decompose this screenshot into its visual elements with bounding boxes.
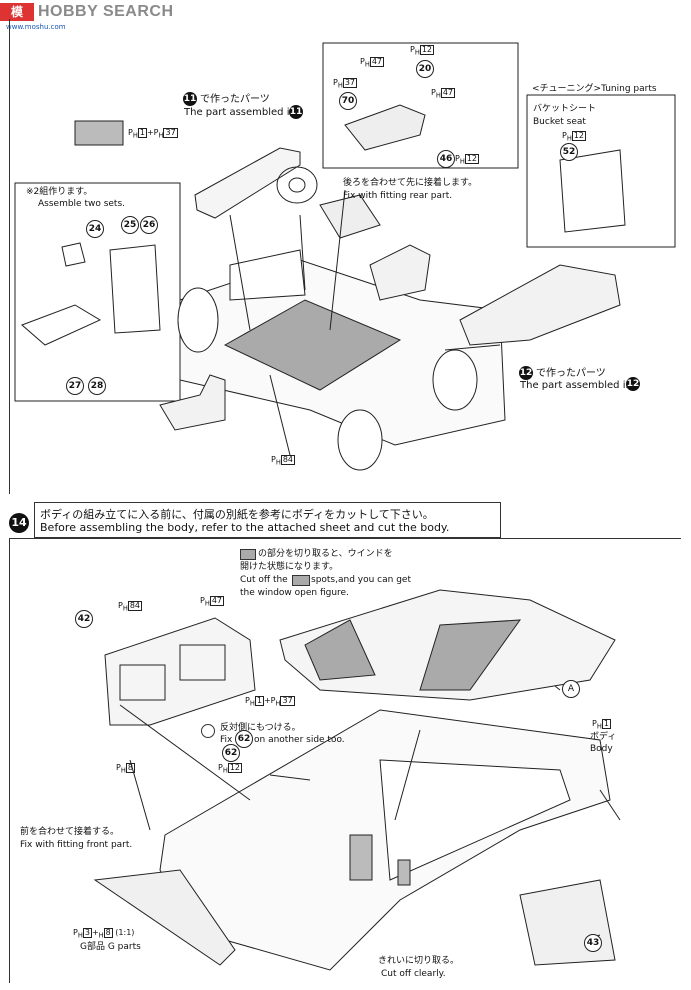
watermark-logo: 模 xyxy=(0,3,34,21)
sub12-en: The part assembled in xyxy=(520,380,632,391)
other-side-en: on another side too. xyxy=(254,735,345,745)
step14-note-jp: ボディの組み立てに入る前に、付属の別紙を参考にボディをカットして下さい。 xyxy=(40,508,434,521)
sub-assembly-12-badge: 12 xyxy=(519,366,533,380)
label-a: A xyxy=(562,680,580,698)
window-jp2: 開けた状態になります。 xyxy=(240,562,339,572)
front-en: Fix with fitting front part. xyxy=(20,840,133,850)
fit-rear-en: Fix with fitting rear part. xyxy=(343,191,453,201)
body-en: Body xyxy=(590,744,613,754)
part-26: 26 xyxy=(140,216,158,234)
part-70: 70 xyxy=(339,92,357,110)
g-parts: G部品 G parts xyxy=(80,942,141,952)
part-24: 24 xyxy=(86,220,104,238)
fit-rear-jp: 後ろを合わせて先に接着します。 xyxy=(343,178,478,188)
part-62: 62 xyxy=(235,730,253,748)
part-43: 43 xyxy=(584,934,602,952)
two-sets-jp: ※2組作ります。 xyxy=(26,187,93,197)
part-52: 52 xyxy=(560,143,578,161)
part-28: 28 xyxy=(88,377,106,395)
step14-note-en: Before assembling the body, refer to the… xyxy=(40,521,450,534)
console-box xyxy=(322,42,519,169)
window-en1: Cut off the xyxy=(240,575,288,585)
window-en2: spots,and you can get xyxy=(311,575,411,585)
sub-assembly-11-badge-2: 11 xyxy=(289,105,303,119)
step13-frame xyxy=(9,19,681,494)
body-jp: ボディ xyxy=(590,732,617,742)
window-en3: the window open figure. xyxy=(240,588,349,598)
watermark: 模 HOBBY SEARCH xyxy=(0,0,174,24)
window-swatch-1 xyxy=(240,549,256,560)
sub11-en: The part assembled in xyxy=(184,107,296,118)
tuning-box xyxy=(526,94,676,248)
part-62-b: 62 xyxy=(222,744,240,762)
part-62-sketch xyxy=(201,724,215,738)
step14-note: ボディの組み立てに入る前に、付属の別紙を参考にボディをカットして下さい。 Bef… xyxy=(34,502,501,538)
cut-jp: きれいに切り取る。 xyxy=(378,956,460,966)
watermark-site: www.moshu.com xyxy=(6,23,66,31)
part-20: 20 xyxy=(416,60,434,78)
sub11-jp: で作ったパーツ xyxy=(200,94,270,105)
sub12-jp: で作ったパーツ xyxy=(536,368,606,379)
window-jp1: の部分を切り取ると、ウインドを xyxy=(258,549,393,559)
sub-assembly-11-badge: 11 xyxy=(183,92,197,106)
sub-assembly-12-badge-2: 12 xyxy=(626,377,640,391)
two-sets-box xyxy=(14,182,181,402)
watermark-brand: HOBBY SEARCH xyxy=(38,3,174,20)
part-46: 46 xyxy=(437,150,455,168)
other-side-jp: 反対側にもつける。 xyxy=(220,723,301,733)
part-27: 27 xyxy=(66,377,84,395)
window-swatch-2 xyxy=(292,575,310,586)
two-sets-en: Assemble two sets. xyxy=(38,199,126,209)
part-42: 42 xyxy=(75,610,93,628)
ratio-label: (1:1) xyxy=(115,928,135,937)
fix-label: Fix xyxy=(220,735,233,745)
tuning-title: <チューニング>Tuning parts xyxy=(532,84,657,94)
part-25: 25 xyxy=(121,216,139,234)
step-14-number: 14 xyxy=(9,513,29,533)
tuning-en: Bucket seat xyxy=(533,117,586,127)
step14-frame xyxy=(9,538,681,983)
front-jp: 前を合わせて接着する。 xyxy=(20,827,120,837)
tuning-jp: バケットシート xyxy=(533,104,597,114)
cut-en: Cut off clearly. xyxy=(381,969,446,979)
